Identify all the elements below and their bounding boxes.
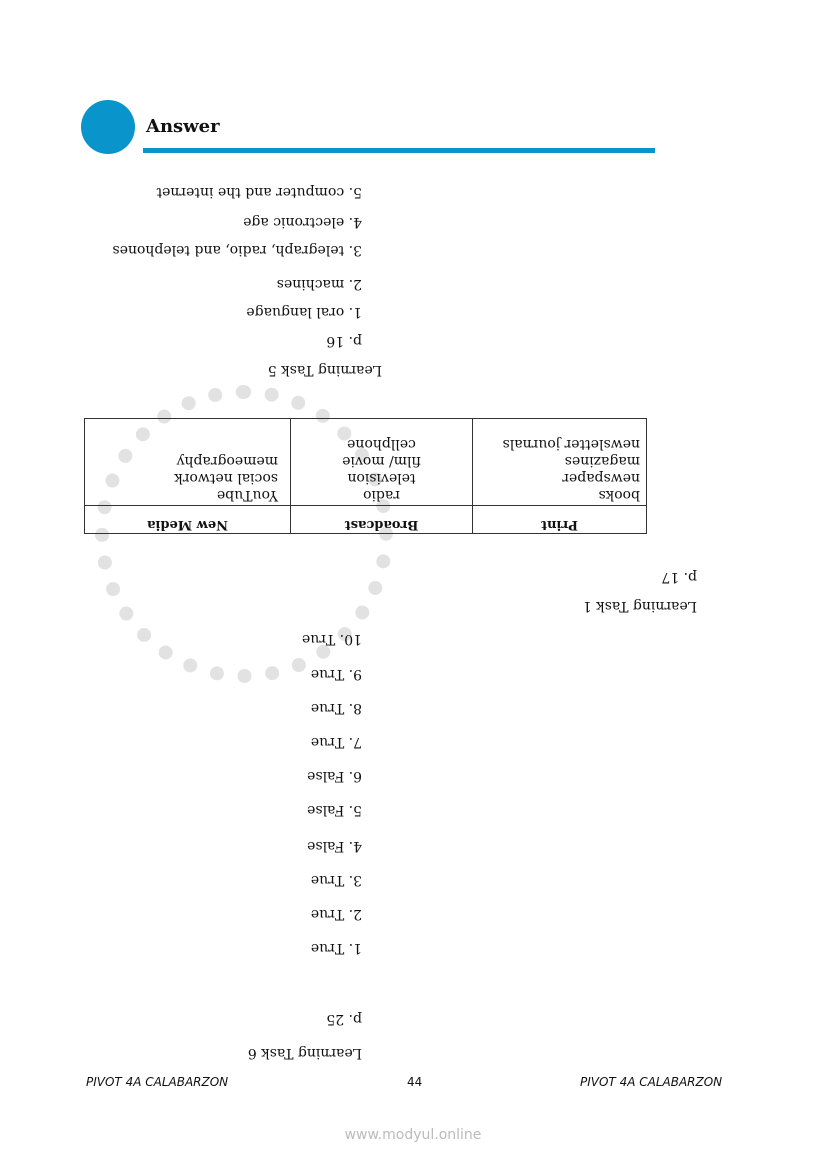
- task5-page: p. 16: [326, 333, 362, 349]
- col-header-new-media: New Media: [84, 505, 291, 534]
- task6-item: 10. True: [301, 631, 362, 647]
- task6-item: 9. True: [310, 666, 362, 682]
- cell-item: radio: [363, 487, 400, 503]
- task6-item: 3. True: [310, 872, 362, 888]
- cell-item: film/ movie: [342, 453, 421, 469]
- footer-left: PIVOT 4A CALABARZON: [86, 1075, 229, 1089]
- task6-heading: Learning Task 6: [247, 1045, 362, 1061]
- cell-item: newsletter journals: [502, 436, 640, 452]
- task6-item: 6. False: [307, 768, 362, 784]
- task6-page: p. 25: [326, 1011, 362, 1027]
- cell-item: magazines: [564, 453, 640, 469]
- section-circle-icon: [81, 100, 135, 154]
- page-number: 44: [407, 1075, 423, 1089]
- task6-item: 4. False: [307, 838, 362, 854]
- col-header-print: Print: [472, 505, 647, 534]
- task6-item: 7. True: [310, 734, 362, 750]
- section-title: Answer: [146, 116, 220, 137]
- task5-item: 5. computer and the internet: [156, 184, 362, 200]
- cell-item: cellphone: [347, 436, 416, 452]
- task6-item: 1. True: [310, 940, 362, 956]
- task6-item: 5. False: [307, 802, 362, 818]
- task5-heading: Learning Task 5: [267, 362, 382, 378]
- task5-item: 4. electronic age: [243, 214, 362, 230]
- task6-item: 2. True: [310, 906, 362, 922]
- cell-item: memeography: [176, 453, 278, 469]
- task1-heading: Learning Task 1: [582, 598, 697, 614]
- cell-item: YouTube: [216, 487, 278, 503]
- task5-item: 1. oral language: [246, 304, 362, 320]
- title-rule: [143, 148, 655, 153]
- footer-right: PIVOT 4A CALABARZON: [580, 1075, 723, 1089]
- site-watermark: www.modyul.online: [344, 1127, 482, 1143]
- col-header-broadcast: Broadcast: [290, 505, 473, 534]
- cell-item: newspaper: [562, 470, 640, 486]
- task1-page: p. 17: [661, 569, 697, 585]
- task6-item: 8. True: [310, 700, 362, 716]
- cell-item: social network: [174, 470, 278, 486]
- cell-item: books: [598, 487, 641, 503]
- task5-item: 3. telegraph, radio, and telephones: [112, 242, 362, 258]
- task5-item: 2. machines: [276, 276, 362, 292]
- cell-item: television: [347, 470, 416, 486]
